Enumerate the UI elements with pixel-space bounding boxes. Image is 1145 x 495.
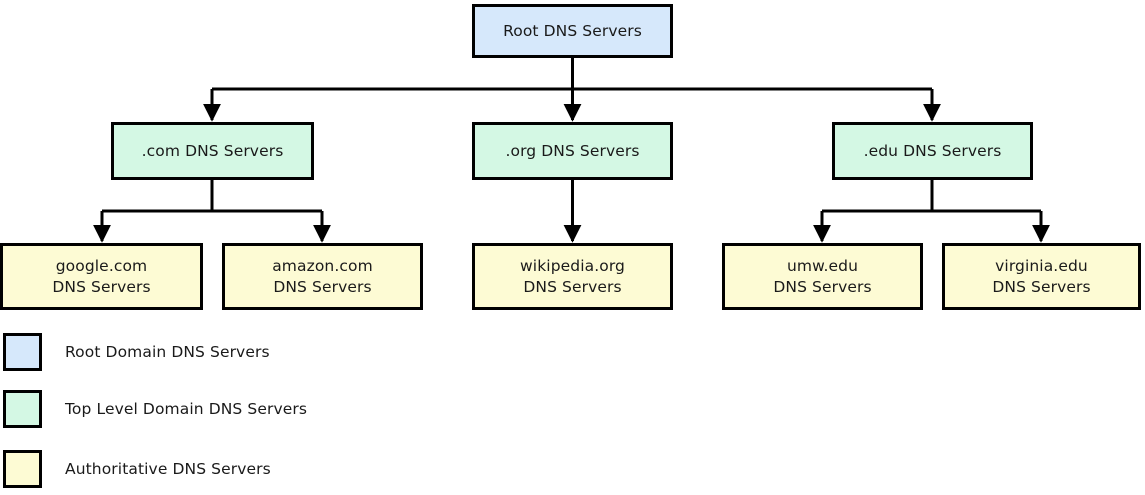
node-virginia-edu-dns-servers[interactable]: virginia.edu DNS Servers [942, 243, 1141, 310]
legend-label-tld: Top Level Domain DNS Servers [65, 400, 307, 418]
legend-swatch-tld [3, 390, 42, 428]
legend-row-root: Root Domain DNS Servers [3, 333, 270, 371]
legend-swatch-root [3, 333, 42, 371]
legend-row-authoritative: Authoritative DNS Servers [3, 450, 271, 488]
legend-label-authoritative: Authoritative DNS Servers [65, 460, 271, 478]
node-wikipedia-org-dns-servers[interactable]: wikipedia.org DNS Servers [472, 243, 673, 310]
legend-row-tld: Top Level Domain DNS Servers [3, 390, 307, 428]
node-google-com-dns-servers[interactable]: google.com DNS Servers [0, 243, 203, 310]
node-root-dns-servers[interactable]: Root DNS Servers [472, 4, 673, 58]
node-umw-edu-dns-servers[interactable]: umw.edu DNS Servers [722, 243, 923, 310]
node-com-dns-servers[interactable]: .com DNS Servers [111, 122, 314, 180]
node-org-dns-servers[interactable]: .org DNS Servers [472, 122, 673, 180]
node-edu-dns-servers[interactable]: .edu DNS Servers [832, 122, 1033, 180]
legend-swatch-authoritative [3, 450, 42, 488]
legend-label-root: Root Domain DNS Servers [65, 343, 270, 361]
node-amazon-com-dns-servers[interactable]: amazon.com DNS Servers [222, 243, 423, 310]
